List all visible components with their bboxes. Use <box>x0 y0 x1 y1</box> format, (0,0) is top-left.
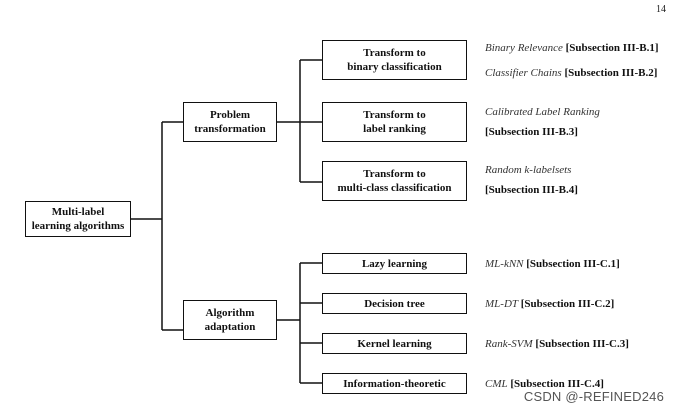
root-node: Multi-label learning algorithms <box>25 201 131 237</box>
method-name: Classifier Chains <box>485 67 562 79</box>
ref-calibrated-label-ranking-section: [Subsection III-B.3] <box>485 125 578 139</box>
problem-transformation-node: Problem transformation <box>183 102 277 142</box>
ref-random-k-labelsets-section: [Subsection III-B.4] <box>485 183 578 197</box>
section-ref: [Subsection III-C.2] <box>520 298 615 310</box>
multi-class-label: Transform to multi-class classification <box>337 168 452 194</box>
decision-tree-node: Decision tree <box>322 293 467 314</box>
section-ref: [Subsection III-B.1] <box>565 42 659 54</box>
multi-class-node: Transform to multi-class classification <box>322 161 467 201</box>
ref-cml: CML [Subsection III-C.4] <box>485 377 604 391</box>
ref-binary-relevance: Binary Relevance [Subsection III-B.1] <box>485 41 659 55</box>
kernel-learning-node: Kernel learning <box>322 333 467 354</box>
lazy-learning-node: Lazy learning <box>322 253 467 274</box>
ref-classifier-chains: Classifier Chains [Subsection III-B.2] <box>485 66 657 80</box>
ref-rank-svm: Rank-SVM [Subsection III-C.3] <box>485 337 629 351</box>
algorithm-adaptation-node: Algorithm adaptation <box>183 300 277 340</box>
algorithm-adaptation-label: Algorithm adaptation <box>204 307 256 333</box>
method-name: Rank-SVM <box>485 338 533 350</box>
ref-random-k-labelsets: Random k-labelsets <box>485 163 571 177</box>
section-ref: [Subsection III-C.1] <box>526 258 620 270</box>
problem-transformation-label: Problem transformation <box>194 109 266 135</box>
method-name: Calibrated Label Ranking <box>485 106 600 118</box>
page-number: 14 <box>656 4 666 15</box>
binary-classification-node: Transform to binary classification <box>322 40 467 80</box>
information-theoretic-node: Information-theoretic <box>322 373 467 394</box>
ref-ml-knn: ML-kNN [Subsection III-C.1] <box>485 257 620 271</box>
section-ref: [Subsection III-B.3] <box>485 126 578 138</box>
label-ranking-label: Transform to label ranking <box>363 109 426 135</box>
section-ref: [Subsection III-B.2] <box>564 67 658 79</box>
label-ranking-node: Transform to label ranking <box>322 102 467 142</box>
section-ref: [Subsection III-C.3] <box>535 338 629 350</box>
ref-ml-dt: ML-DT [Subsection III-C.2] <box>485 297 614 311</box>
information-theoretic-label: Information-theoretic <box>343 377 446 390</box>
section-ref: [Subsection III-B.4] <box>485 184 578 196</box>
ref-calibrated-label-ranking: Calibrated Label Ranking <box>485 105 600 119</box>
method-name: ML-kNN <box>485 258 524 270</box>
decision-tree-label: Decision tree <box>364 297 425 310</box>
kernel-learning-label: Kernel learning <box>357 337 432 350</box>
root-label: Multi-label learning algorithms <box>31 206 125 232</box>
method-name: CML <box>485 378 508 390</box>
binary-classification-label: Transform to binary classification <box>347 47 442 73</box>
watermark: CSDN @-REFINED246 <box>523 389 664 404</box>
method-name: Binary Relevance <box>485 42 563 54</box>
method-name: ML-DT <box>485 298 519 310</box>
method-name: Random k-labelsets <box>485 164 572 176</box>
lazy-learning-label: Lazy learning <box>361 257 428 270</box>
section-ref: [Subsection III-C.4] <box>510 378 604 390</box>
